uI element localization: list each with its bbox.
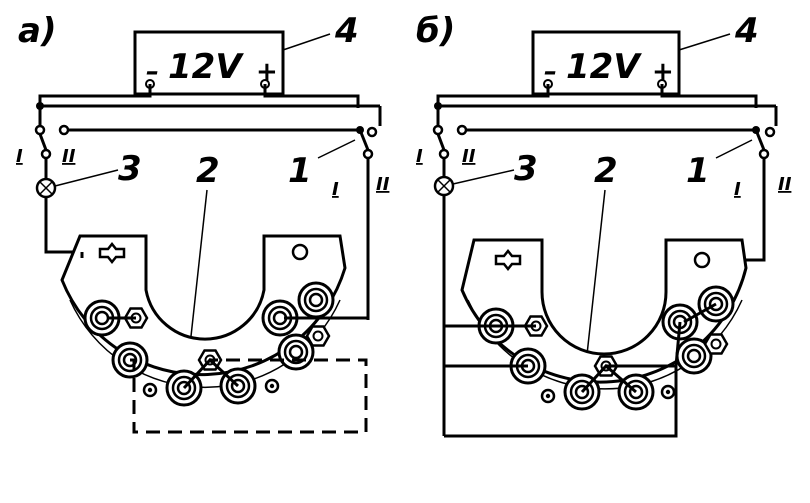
panel-a: а) – 12V + 4 I II	[16, 11, 390, 434]
battery-pos-sign: +	[652, 57, 674, 87]
battery-4: – 12V +	[531, 30, 681, 96]
switch-right-pos-II: II	[778, 174, 792, 195]
battery-4: – 12V +	[133, 30, 285, 96]
callout-1: 1	[288, 151, 312, 191]
battery-voltage: 12V	[168, 47, 244, 87]
switch-left-pos-I: I	[16, 146, 23, 167]
callout-2: 2	[196, 151, 220, 191]
panel-letter: б)	[416, 11, 455, 51]
callout-4: 4	[734, 11, 759, 51]
rectifier-unit	[60, 234, 347, 407]
rectifier-unit	[460, 238, 748, 411]
switch-left-pos-II: II	[62, 146, 76, 167]
battery-voltage: 12V	[566, 47, 642, 87]
callout-3: 3	[118, 149, 142, 189]
callout-1: 1	[686, 151, 710, 191]
battery-pos-sign: +	[256, 57, 278, 87]
lamp-3	[433, 175, 455, 197]
switch-right-pos-I: I	[734, 179, 741, 200]
switch-right-pos-II: II	[376, 174, 390, 195]
panel-letter: а)	[18, 11, 56, 51]
callout-2: 2	[594, 151, 618, 191]
switch-left-pos-I: I	[416, 146, 423, 167]
callout-3: 3	[514, 149, 538, 189]
callout-4: 4	[334, 11, 359, 51]
lamp-3	[35, 177, 57, 199]
switch-left-pos-II: II	[462, 146, 476, 167]
panel-b: б) – 12V + 4 I II 3	[416, 11, 792, 438]
switch-right-pos-I: I	[332, 179, 339, 200]
